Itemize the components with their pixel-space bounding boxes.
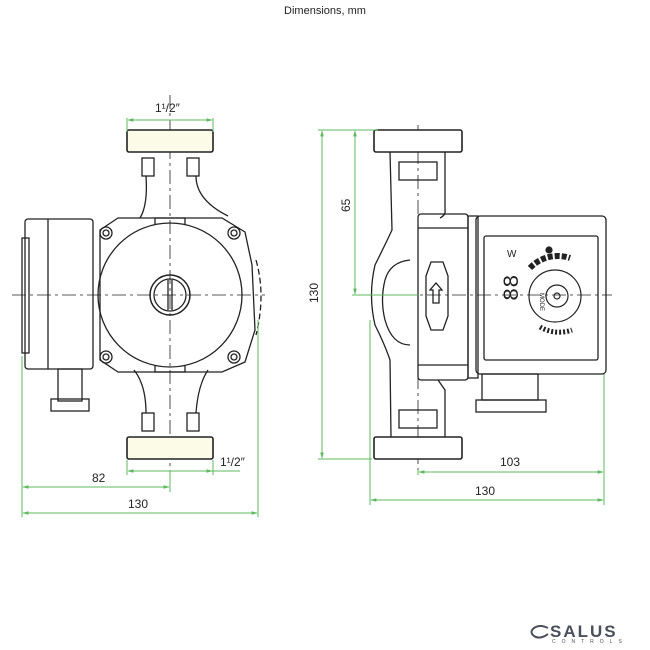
dim-control-depth: 103	[500, 455, 520, 469]
power-display: 88	[500, 275, 525, 301]
control-panel	[527, 246, 582, 335]
logo-subtitle: CONTROLS	[552, 639, 628, 645]
dim-total-height: 130	[307, 283, 321, 303]
side-dimensions	[318, 129, 605, 505]
logo-swirl-icon	[530, 625, 549, 639]
side-view	[352, 125, 612, 470]
mode-button-label: MODE	[538, 293, 544, 311]
dim-center-offset: 82	[92, 471, 106, 485]
front-dimensions	[21, 118, 259, 517]
salus-logo: SALUS CONTROLS	[528, 622, 638, 646]
dim-half-height: 65	[339, 198, 353, 212]
diagram-title: Dimensions, mm	[284, 5, 366, 17]
dim-bottom-connection: 1¹/2″	[220, 455, 246, 469]
logo-brand: SALUS	[550, 622, 618, 641]
unit-label: W	[507, 249, 517, 260]
front-view	[12, 95, 265, 470]
dim-top-connection: 1¹/2″	[155, 101, 181, 115]
dim-front-total-width: 130	[128, 497, 148, 511]
dim-side-total-depth: 130	[475, 484, 495, 498]
